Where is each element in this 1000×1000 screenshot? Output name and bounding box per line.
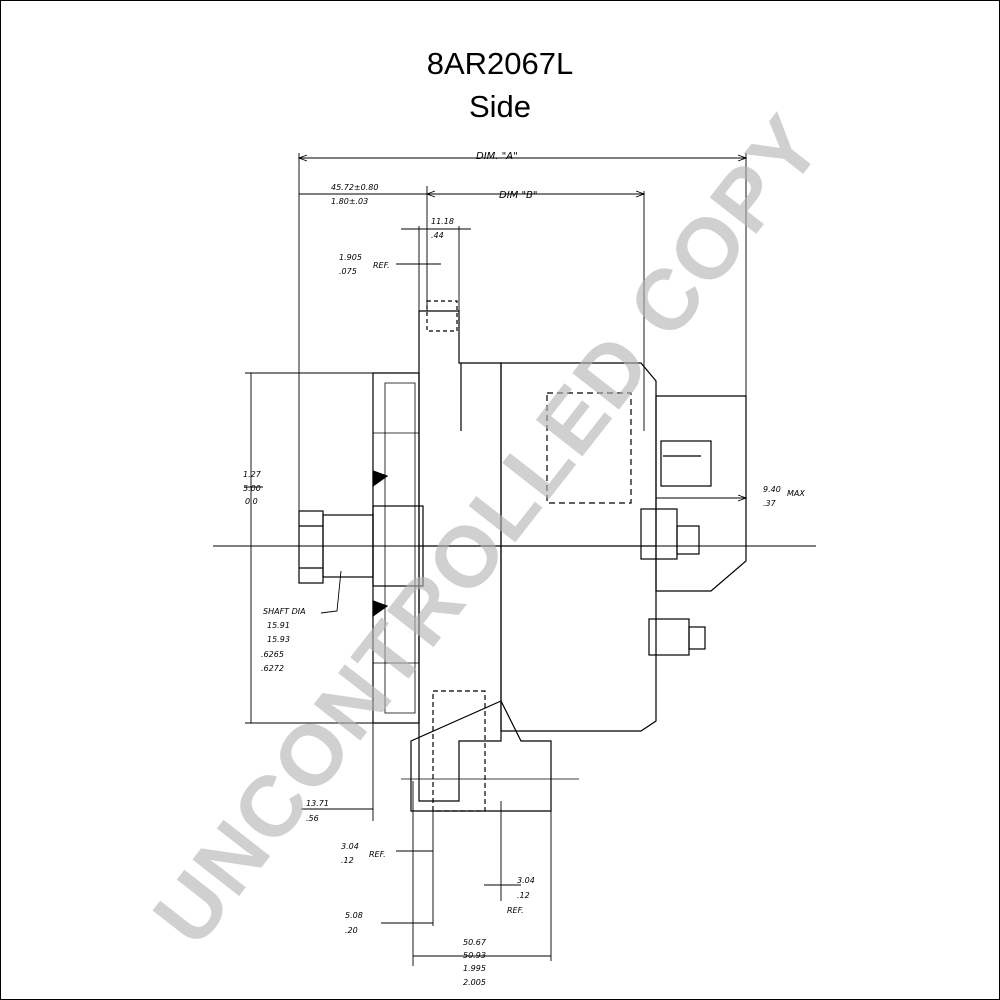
svg-text:1.905: 1.905 (339, 253, 362, 262)
rear-housing (500, 362, 657, 732)
svg-text:13.71: 13.71 (306, 799, 329, 808)
svg-text:11.18: 11.18 (431, 217, 454, 226)
svg-text:45.72±0.80: 45.72±0.80 (331, 183, 378, 192)
pulley-nut (298, 510, 324, 584)
svg-text:.6265: .6265 (261, 650, 284, 659)
svg-text:2.005: 2.005 (463, 978, 486, 987)
watermark-text: UNCONTROLLED COPY (135, 97, 840, 962)
svg-text:REF.: REF. (507, 906, 524, 915)
svg-text:.44: .44 (431, 231, 444, 240)
svg-text:3.04: 3.04 (517, 876, 535, 885)
svg-text:REF.: REF. (373, 261, 390, 270)
svg-text:.12: .12 (341, 856, 354, 865)
svg-text:3.04: 3.04 (341, 842, 359, 851)
svg-text:1.995: 1.995 (463, 964, 486, 973)
front-housing (418, 310, 502, 802)
svg-text:9.40: 9.40 (763, 485, 781, 494)
rear-cover (655, 395, 747, 592)
svg-text:MAX: MAX (787, 489, 805, 498)
view-subtitle: Side (468, 89, 532, 124)
svg-text:5.00: 5.00 (243, 484, 261, 493)
mounting-foot (410, 700, 552, 812)
svg-text:SHAFT DIA: SHAFT DIA (263, 607, 306, 616)
svg-text:15.91: 15.91 (267, 621, 290, 630)
svg-text:.56: .56 (306, 814, 319, 823)
terminal-stud-1 (640, 508, 678, 560)
svg-text:.075: .075 (339, 267, 357, 276)
svg-text:.6272: .6272 (261, 664, 284, 673)
svg-text:15.93: 15.93 (267, 635, 290, 644)
dim-a-label: DIM. "A" (476, 151, 518, 162)
dim-b-label: DIM "B" (499, 190, 538, 201)
svg-text:50.93: 50.93 (463, 951, 486, 960)
svg-text:.12: .12 (517, 891, 530, 900)
svg-text:5.08: 5.08 (345, 911, 363, 920)
svg-text:1.27: 1.27 (243, 470, 262, 479)
svg-text:50.67: 50.67 (463, 938, 487, 947)
part-number-title: 8AR2067L (426, 46, 574, 81)
svg-text:REF.: REF. (369, 850, 386, 859)
svg-text:1.80±.03: 1.80±.03 (331, 197, 368, 206)
terminal-stud-2 (648, 618, 690, 656)
svg-text:.37: .37 (763, 499, 777, 508)
svg-text:0.0: 0.0 (245, 497, 258, 506)
svg-text:.20: .20 (345, 926, 358, 935)
